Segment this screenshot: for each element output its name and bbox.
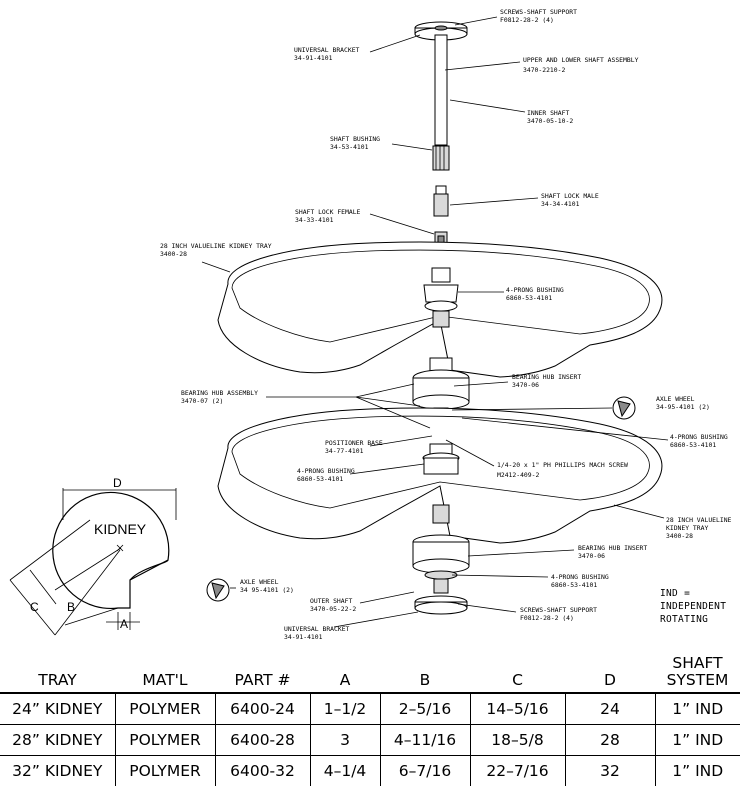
shaft-bushing [433, 146, 449, 170]
inner-shaft [435, 35, 447, 145]
legend-note: IND = INDEPENDENT ROTATING [660, 588, 732, 625]
cell-tray: 28” KIDNEY [0, 725, 115, 756]
header-b: B [380, 655, 470, 693]
header-d: D [565, 655, 655, 693]
lower-bearing-hub [413, 535, 469, 593]
cell-material: POLYMER [115, 756, 215, 786]
cell-shaft-system: 1” IND [655, 725, 740, 756]
cell-a: 1–1/2 [310, 693, 380, 725]
cell-part-number: 6400-32 [215, 756, 310, 786]
header-part-number: PART # [215, 655, 310, 693]
cell-c: 14–5/16 [470, 693, 565, 725]
specifications-table: TRAY MAT'L PART # A B C D SHAFT SYSTEM 2… [0, 655, 740, 786]
cell-part-number: 6400-28 [215, 725, 310, 756]
table-row: 32” KIDNEY POLYMER 6400-32 4–1/4 6–7/16 … [0, 756, 740, 786]
cell-shaft-system: 1” IND [655, 693, 740, 725]
cell-tray: 32” KIDNEY [0, 756, 115, 786]
cell-material: POLYMER [115, 725, 215, 756]
shaft-lock-male [434, 186, 448, 216]
dim-label-c: C [30, 600, 39, 614]
dim-label-d: D [113, 476, 122, 490]
shape-label: KIDNEY [94, 521, 147, 537]
axle-wheel-left [207, 579, 229, 601]
cell-b: 6–7/16 [380, 756, 470, 786]
bottom-universal-bracket [415, 596, 467, 614]
cell-d: 28 [565, 725, 655, 756]
cell-part-number: 6400-24 [215, 693, 310, 725]
cell-d: 24 [565, 693, 655, 725]
cell-shaft-system: 1” IND [655, 756, 740, 786]
cell-b: 4–11/16 [380, 725, 470, 756]
header-c: C [470, 655, 565, 693]
table-row: 24” KIDNEY POLYMER 6400-24 1–1/2 2–5/16 … [0, 693, 740, 725]
cell-b: 2–5/16 [380, 693, 470, 725]
header-material: MAT'L [115, 655, 215, 693]
header-shaft-system: SHAFT SYSTEM [655, 655, 740, 693]
dim-label-a: A [120, 617, 128, 631]
table-row: 28” KIDNEY POLYMER 6400-28 3 4–11/16 18–… [0, 725, 740, 756]
kidney-dimension-diagram: KIDNEY D C B A [10, 476, 176, 635]
cell-tray: 24” KIDNEY [0, 693, 115, 725]
cell-c: 18–5/8 [470, 725, 565, 756]
header-tray: TRAY [0, 655, 115, 693]
dim-label-b: B [67, 600, 75, 614]
axle-wheel-right [613, 397, 635, 419]
cell-d: 32 [565, 756, 655, 786]
cell-a: 3 [310, 725, 380, 756]
header-a: A [310, 655, 380, 693]
cell-a: 4–1/4 [310, 756, 380, 786]
cell-material: POLYMER [115, 693, 215, 725]
cell-c: 22–7/16 [470, 756, 565, 786]
table-header-row: TRAY MAT'L PART # A B C D SHAFT SYSTEM [0, 655, 740, 693]
